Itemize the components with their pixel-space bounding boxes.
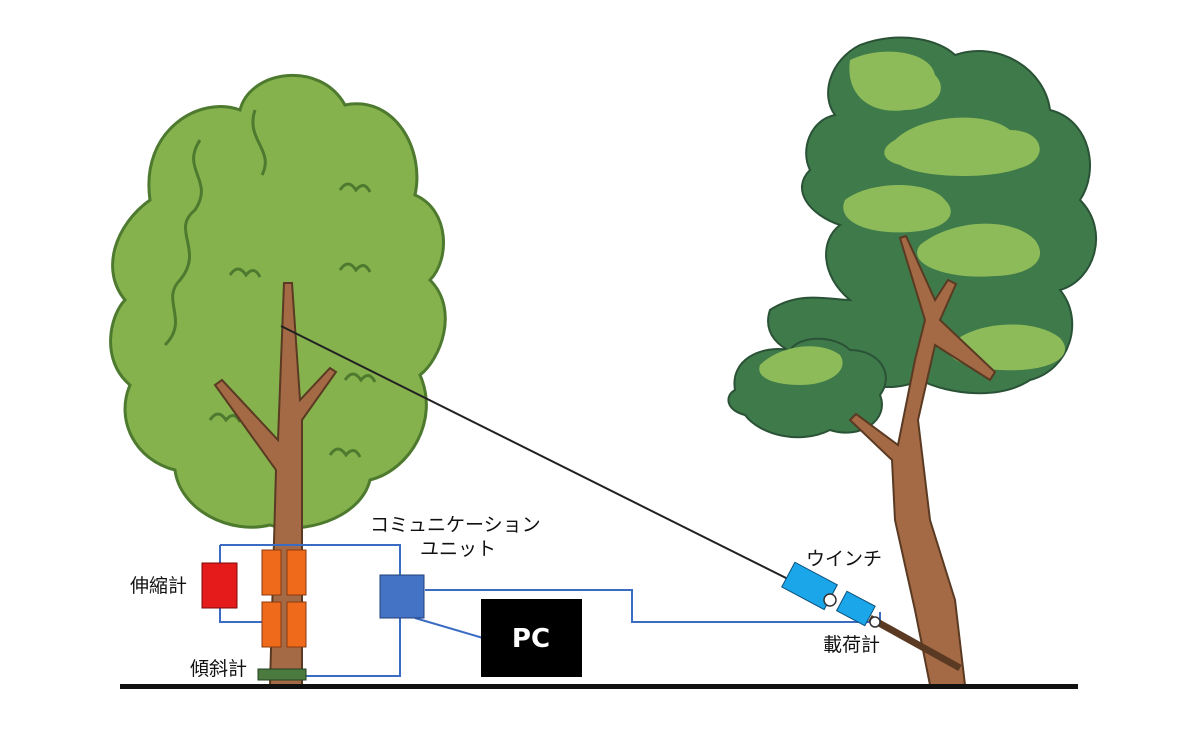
strain-gauge-upper-right bbox=[286, 549, 307, 596]
load-meter-body bbox=[835, 590, 876, 627]
strain-gauge-lower-right bbox=[286, 601, 307, 648]
broadleaf-leaf-detail bbox=[251, 109, 267, 176]
load-meter-label: 載荷計 bbox=[823, 634, 880, 656]
leaf-mark bbox=[208, 412, 242, 423]
pc-label: PC bbox=[512, 624, 550, 654]
pc-box bbox=[481, 599, 582, 677]
broadleaf-leaf-detail bbox=[163, 139, 203, 347]
pine-pad bbox=[917, 223, 1041, 277]
ground-line bbox=[120, 684, 1078, 689]
leaf-mark bbox=[338, 182, 372, 193]
pine-pad bbox=[759, 346, 843, 385]
leaf-mark bbox=[228, 267, 262, 278]
pulling-wire bbox=[280, 325, 791, 581]
communication-unit-box bbox=[379, 574, 425, 619]
leaf-mark bbox=[338, 262, 372, 273]
pine-pad bbox=[884, 117, 1040, 176]
pine-trunk bbox=[848, 234, 997, 686]
strain-gauge-upper-left bbox=[261, 549, 282, 596]
load-meter-hook bbox=[869, 616, 881, 628]
signal-wiring bbox=[205, 544, 881, 677]
leaf-mark bbox=[328, 447, 362, 458]
load-meter bbox=[835, 590, 876, 627]
winch-label: ウインチ bbox=[806, 548, 882, 570]
extensometer-label: 伸縮計 bbox=[130, 575, 187, 597]
communication-unit-label-line1: コミュニケーション bbox=[370, 514, 541, 536]
leaf-mark bbox=[343, 372, 377, 383]
inclinometer-label: 傾斜計 bbox=[190, 658, 247, 680]
winch-pulley bbox=[823, 593, 837, 607]
inclinometer-box bbox=[257, 668, 307, 681]
strain-gauge-lower-left bbox=[261, 601, 282, 648]
pine-pad bbox=[849, 51, 941, 111]
broadleaf-foliage bbox=[109, 73, 447, 530]
pine-tree bbox=[727, 36, 1097, 686]
communication-unit-label-line2: ユニット bbox=[420, 538, 496, 560]
extensometer-box bbox=[201, 562, 238, 609]
pine-pad bbox=[843, 185, 951, 233]
anchor-strap bbox=[868, 614, 962, 672]
